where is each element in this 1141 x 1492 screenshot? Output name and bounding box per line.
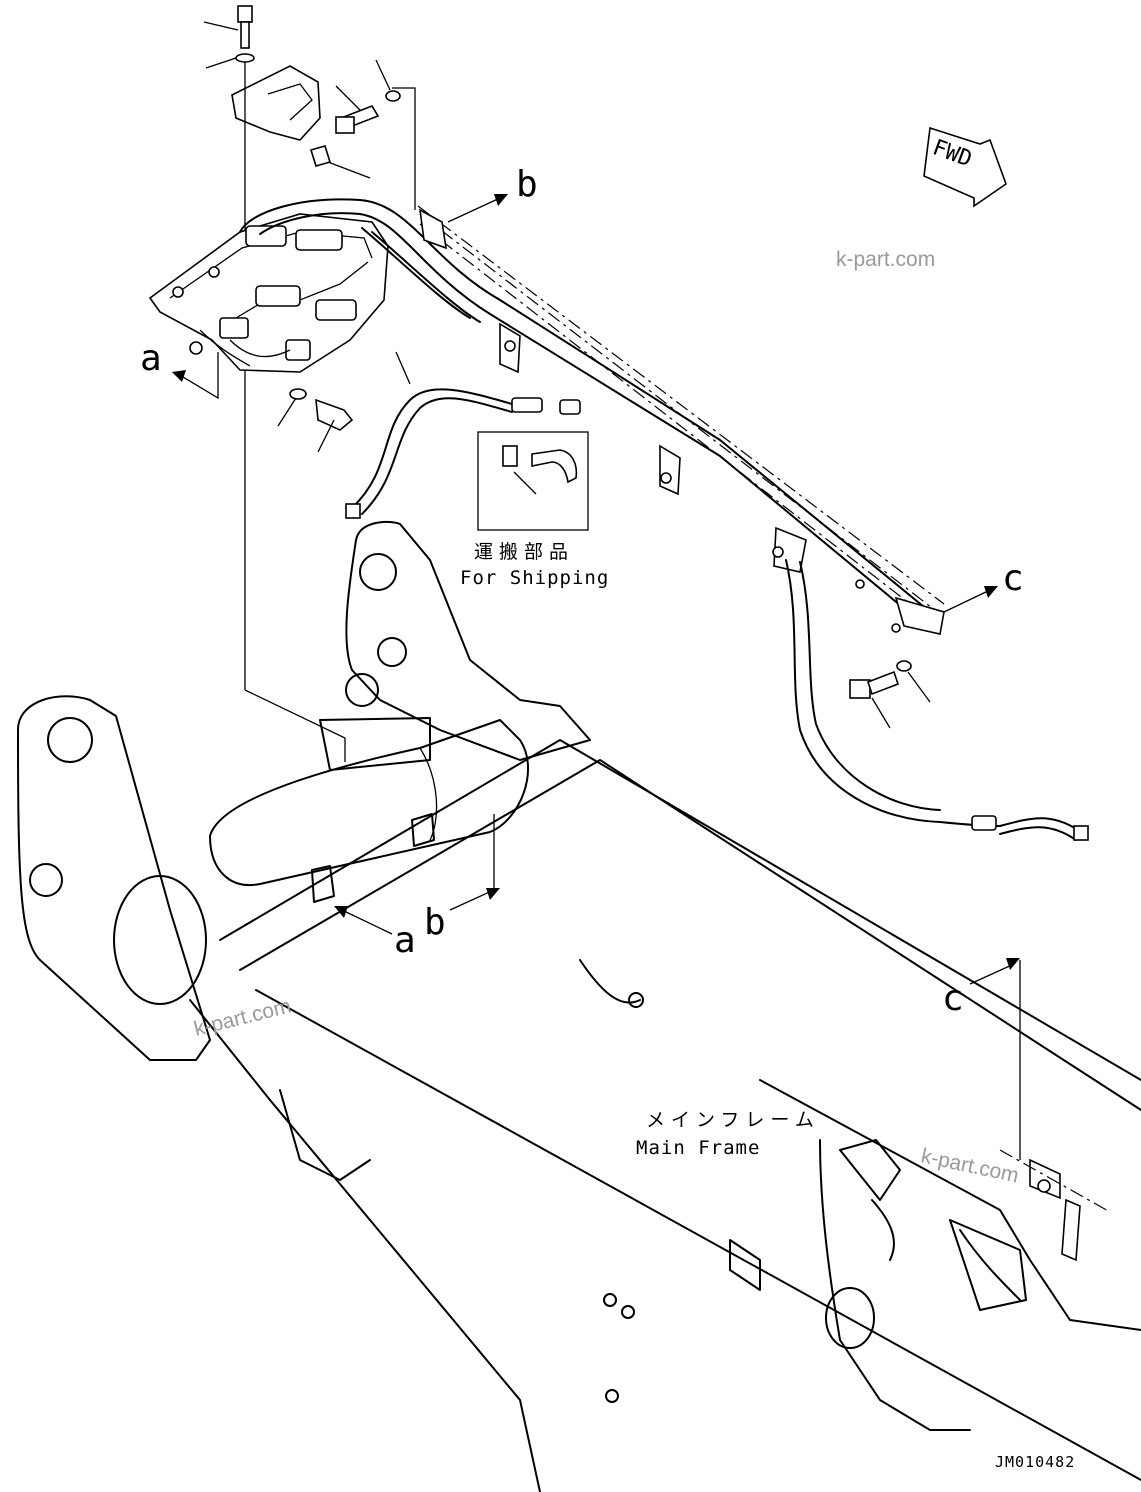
label-a-bottom: a xyxy=(334,906,416,961)
lower-bolt-group xyxy=(277,388,354,453)
hose-clamps xyxy=(418,208,945,635)
label-c-top-text: c xyxy=(1002,558,1024,599)
right-hose xyxy=(785,559,1089,841)
leader-lines xyxy=(244,62,416,762)
label-b-bottom-text: b xyxy=(424,902,446,943)
fwd-arrow-icon: FWD xyxy=(923,126,1007,208)
label-c-bottom: c xyxy=(942,958,1021,1160)
shipping-jp: 運搬部品 xyxy=(474,541,574,563)
top-bolt-group xyxy=(203,5,401,179)
label-b-top-text: b xyxy=(516,164,538,205)
watermark-right: k-part.com xyxy=(919,1144,1021,1187)
loose-hose xyxy=(345,351,581,519)
watermark-left: k-part.com xyxy=(192,995,294,1041)
watermark-top: k-part.com xyxy=(836,248,935,271)
hose-bundle xyxy=(239,198,945,631)
label-a-top-text: a xyxy=(140,338,162,379)
main-frame-jp: メインフレーム xyxy=(646,1109,820,1131)
drawing-code: JM010482 xyxy=(995,1453,1075,1471)
label-c-top: c xyxy=(943,558,1024,613)
rear-bracket xyxy=(999,1149,1111,1262)
main-frame-en: Main Frame xyxy=(636,1137,760,1159)
main-frame xyxy=(17,521,1141,1492)
label-c-bottom-text: c xyxy=(942,978,964,1019)
valve-block xyxy=(148,213,389,373)
right-bolt-group xyxy=(849,660,931,729)
label-a-bottom-text: a xyxy=(394,920,416,961)
label-b-top: b xyxy=(447,164,538,223)
label-a-top: a xyxy=(140,338,219,400)
label-b-bottom: b xyxy=(424,814,500,943)
shipping-box: 運搬部品 For Shipping xyxy=(460,431,609,589)
shipping-en: For Shipping xyxy=(460,567,609,589)
